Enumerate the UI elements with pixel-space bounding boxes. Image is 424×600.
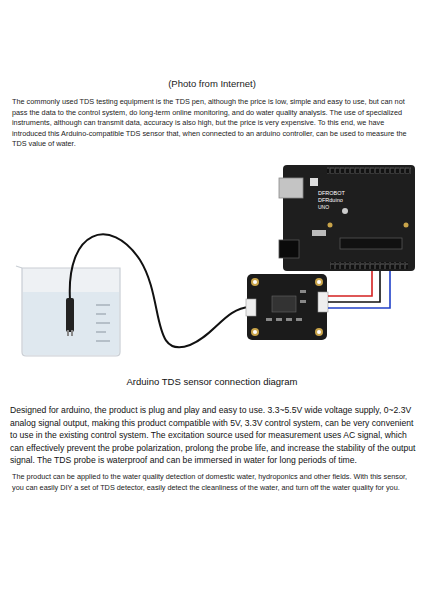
board-model: DFRduino [318, 197, 378, 204]
application-paragraph: The product can be applied to the water … [12, 472, 414, 493]
beaker [16, 266, 120, 356]
board-model: UNO [318, 204, 378, 210]
tds-sensor-module [246, 274, 328, 340]
jumper-wires [328, 270, 390, 308]
feature-paragraph: Designed for arduino, the product is plu… [10, 404, 416, 467]
tds-probe [66, 234, 250, 347]
photo-note: (Photo from Internet) [12, 78, 412, 90]
arduino-board [279, 165, 415, 271]
board-brand: DFROBOT [318, 190, 378, 197]
intro-paragraph: The commonly used TDS testing equipment … [12, 97, 414, 150]
figure-caption: Arduino TDS sensor connection diagram [12, 376, 412, 388]
